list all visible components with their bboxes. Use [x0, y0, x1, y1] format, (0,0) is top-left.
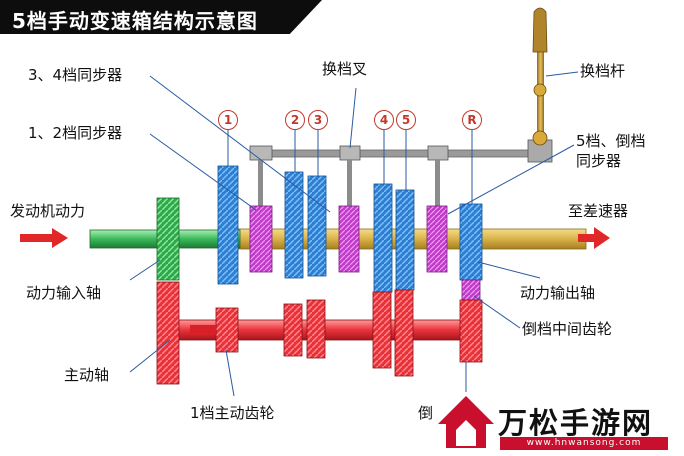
label-output-shaft: 动力输出轴	[520, 284, 596, 302]
fork-12	[258, 160, 263, 210]
label-sync-5r-line1: 5档、倒档	[576, 132, 646, 150]
shift-rail	[251, 149, 549, 158]
label-sync-12: 1、2档同步器	[28, 124, 123, 142]
shift-rail-assembly	[249, 139, 553, 210]
label-engine-power: 发动机动力	[10, 202, 86, 220]
synchronizer-5r	[426, 205, 448, 273]
gear-number-2: 2	[285, 110, 305, 130]
gear-number-3: 3	[308, 110, 328, 130]
gear-1-drive	[215, 307, 239, 353]
label-reverse-idler: 倒档中间齿轮	[522, 320, 613, 338]
gear-r-driven	[459, 203, 483, 281]
gear-3-driven	[307, 175, 327, 277]
synchronizer-34	[338, 205, 360, 273]
fork-34	[347, 160, 352, 210]
fork-slider-34	[339, 145, 361, 161]
gear-3-drive	[306, 299, 326, 359]
gear-4-driven	[373, 183, 393, 293]
label-countershaft: 主动轴	[64, 366, 110, 384]
label-sync-5r-line2: 同步器	[576, 152, 622, 170]
gear-5-drive	[394, 289, 414, 377]
watermark-url: www.hnwansong.com	[500, 437, 668, 450]
countershaft-drive-gear	[156, 281, 180, 385]
synchronizer-12	[249, 205, 273, 273]
label-shift-fork: 换档叉	[322, 60, 368, 78]
label-partial-reverse: 倒	[418, 404, 434, 422]
countershaft-collar	[190, 325, 216, 335]
gear-2-drive	[283, 303, 303, 357]
gear-5-driven	[395, 189, 415, 291]
gear-number-1: 1	[218, 110, 238, 130]
fork-slider-5r	[427, 145, 449, 161]
watermark-logo	[438, 396, 494, 448]
gear-number-4: 4	[374, 110, 394, 130]
gear-number-5: 5	[396, 110, 416, 130]
title-bar: 5档手动变速箱结构示意图	[0, 0, 322, 34]
label-to-differential: 至差速器	[568, 202, 629, 220]
watermark-text: 万松手游网	[498, 406, 654, 440]
fork-slider-12	[249, 145, 273, 161]
label-gear1-drive: 1档主动齿轮	[190, 404, 275, 422]
gear-2-driven	[284, 171, 304, 279]
label-shift-lever: 换档杆	[580, 62, 626, 80]
gear-number-r: R	[462, 110, 482, 130]
fork-5r	[435, 160, 440, 210]
leader-lines	[129, 71, 579, 397]
gear-r-drive	[459, 299, 483, 363]
input-arrow	[20, 228, 68, 248]
gear-1-driven	[217, 165, 239, 285]
label-sync-34: 3、4档同步器	[28, 66, 123, 84]
page-title: 5档手动变速箱结构示意图	[12, 9, 258, 33]
gear-4-drive	[372, 291, 392, 369]
input-drive-gear	[156, 197, 180, 281]
output-arrow	[578, 227, 610, 249]
reverse-idler-gear	[461, 279, 481, 301]
shift-lever	[532, 7, 548, 146]
label-input-shaft: 动力输入轴	[26, 284, 102, 302]
